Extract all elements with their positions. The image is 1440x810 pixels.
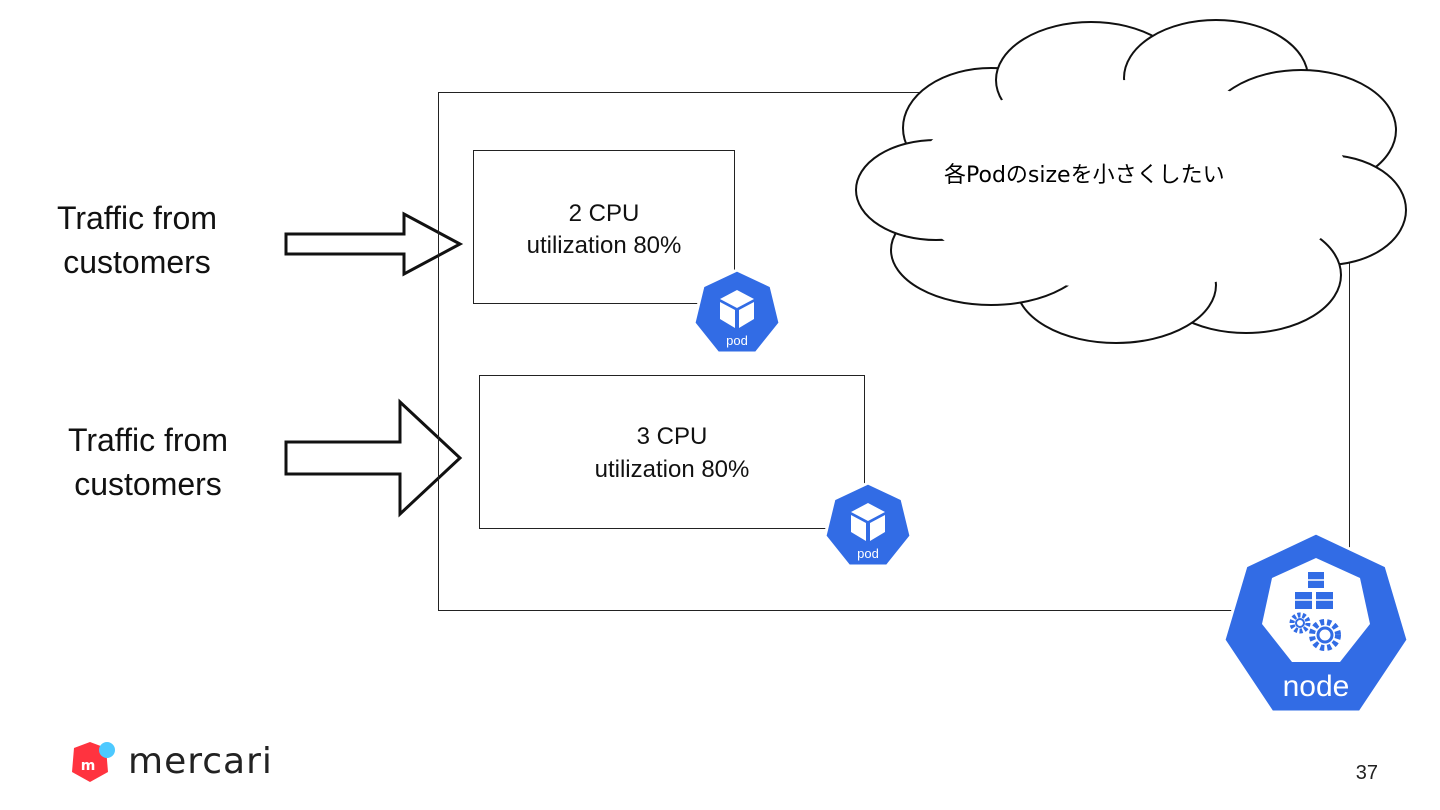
pod-box-1: 2 CPU utilization 80% (473, 150, 735, 304)
pod-utilization-label: utilization 80% (526, 232, 682, 259)
pod-cpu-label: 2 CPU (568, 200, 640, 227)
mercari-logo-text: mercari (128, 740, 273, 782)
cube-icon (851, 503, 885, 541)
pod-icon: pod (692, 268, 782, 355)
traffic-label-1: Traffic from customers (17, 196, 257, 284)
svg-text:m: m (81, 758, 96, 774)
pod-badge-label: pod (857, 546, 879, 561)
node-icon: node (1222, 531, 1410, 714)
page-number: 37 (1355, 762, 1378, 784)
pod-icon: pod (823, 481, 913, 568)
cube-icon (720, 290, 754, 328)
cloud-message: 各Podのsizeを小さくしたい (944, 163, 1225, 188)
traffic-label-line2: customers (63, 244, 211, 280)
pod-badge-label: pod (726, 333, 748, 348)
node-badge-label: node (1283, 670, 1350, 703)
traffic-arrow-2 (284, 398, 463, 518)
traffic-label-line2: customers (74, 466, 222, 502)
cubes-gears-icon (1289, 572, 1341, 651)
mercari-logo: m mercari (70, 738, 273, 784)
node-container (438, 92, 1350, 611)
pod-utilization-label: utilization 80% (594, 456, 750, 483)
traffic-arrow-1 (284, 211, 464, 277)
mercari-logo-icon: m (72, 742, 115, 782)
traffic-label-line1: Traffic from (67, 422, 228, 458)
pod-cpu-label: 3 CPU (636, 423, 708, 450)
traffic-label-line1: Traffic from (56, 200, 217, 236)
traffic-label-2: Traffic from customers (28, 418, 268, 506)
pod-box-2: 3 CPU utilization 80% (479, 375, 865, 529)
thought-cloud (855, 19, 1407, 344)
